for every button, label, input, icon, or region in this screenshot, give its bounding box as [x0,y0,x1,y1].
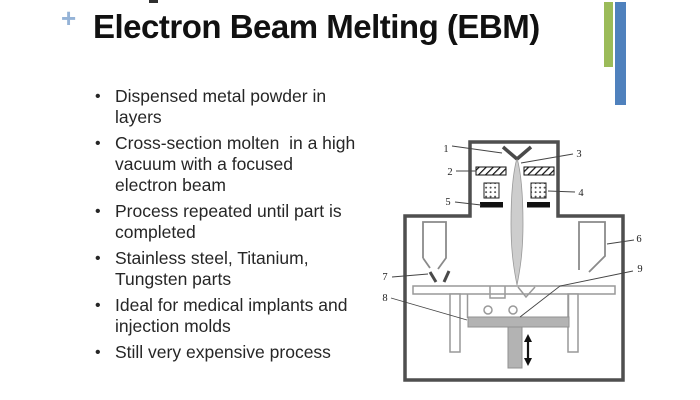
callout-7: 7 [382,272,387,283]
callout-5: 5 [445,197,450,208]
bullet-materials: Stainless steel, Titanium, Tungsten part… [95,248,415,290]
build-tank-walls [466,294,570,318]
updown-arrow-icon [524,334,532,366]
callout-9: 9 [637,264,642,275]
callout-3: 3 [576,149,581,160]
bullet-dispensed-powder: Dispensed metal powder in layers [95,86,415,128]
aperture-left [480,202,503,208]
build-table-top [412,285,616,295]
coil-left [483,182,500,199]
build-platform [467,316,570,328]
powder-rake [428,270,451,283]
callout-6: 6 [636,234,641,245]
filament [501,145,533,161]
ebm-machine-diagram: 1 2 3 4 5 6 7 8 9 [372,132,666,398]
electron-beam [510,156,524,286]
callout-1: 1 [443,144,448,155]
table-leg-left [449,293,461,353]
plus-decoration: + [61,3,77,33]
part-hole-right [508,305,518,315]
hopper-left [422,221,447,270]
blue-accent-bar [615,2,626,105]
piston [507,326,523,369]
coil-right [530,182,547,199]
anode-left [475,166,507,176]
stray-mark [149,0,158,3]
bullet-expensive: Still very expensive process [95,342,415,363]
bullet-applications: Ideal for medical implants and injection… [95,295,415,337]
ebm-machine-svg: 1 2 3 4 5 6 7 8 9 [382,140,643,382]
part-hole-left [483,305,493,315]
aperture-right [527,202,550,208]
callout-8: 8 [382,293,387,304]
part-notch-v [517,286,536,299]
bullet-list: Dispensed metal powder in layers Cross-s… [95,86,415,368]
green-accent-bar [604,2,613,67]
part-notch-rect [489,286,506,299]
anode-right [523,166,555,176]
hopper-right [578,221,606,273]
bullet-cross-section: Cross-section molten in a high vacuum wi… [95,133,415,196]
callout-leader-lines [390,145,635,321]
callout-2: 2 [447,167,452,178]
page-title: Electron Beam Melting (EBM) [93,8,540,45]
bullet-process-repeated: Process repeated until part is completed [95,201,415,243]
callout-4: 4 [578,188,584,199]
